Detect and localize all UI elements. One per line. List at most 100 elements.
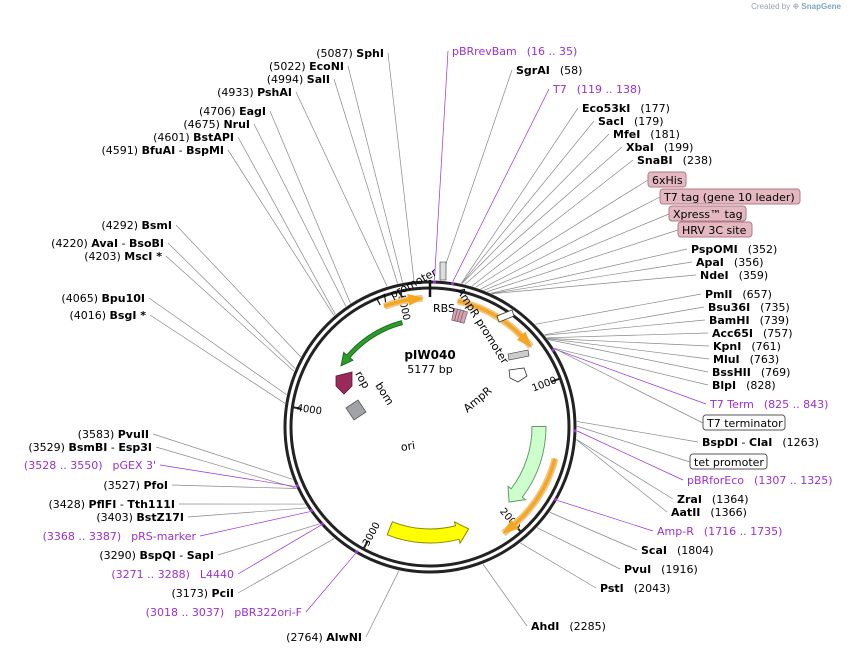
leader-line <box>199 511 310 537</box>
leader-line <box>365 570 400 638</box>
leader-line <box>237 136 336 315</box>
leader-line <box>333 78 398 284</box>
leader-lines <box>148 50 710 638</box>
leader-line <box>549 511 638 551</box>
enzyme-label: Acc65I(757) <box>712 327 793 340</box>
feature-label: ori <box>400 439 416 454</box>
rop-arrow <box>335 371 353 395</box>
leader-line <box>440 69 513 281</box>
feature-box-label: T7 terminator <box>706 417 783 430</box>
leader-line <box>490 248 688 294</box>
enzyme-label: SnaBI(238) <box>637 154 712 167</box>
primer-label: Amp-R(1716 .. 1735) <box>657 525 782 538</box>
enzyme-label: BamHI(739) <box>709 314 789 327</box>
feature-box-label: tet promoter <box>694 456 764 469</box>
enzyme-label: MluI(763) <box>713 353 779 366</box>
leader-line <box>387 52 415 281</box>
enzyme-label: NdeI(359) <box>700 269 768 282</box>
leader-line <box>227 149 335 316</box>
credit-brand: SnapGene <box>801 2 841 11</box>
leader-line <box>237 538 335 594</box>
terminator-glyph <box>507 349 530 361</box>
leader-line <box>464 146 623 285</box>
enzyme-label: (3290) BspQI - SapI <box>99 549 214 562</box>
enzyme-label: BssHII(769) <box>712 366 790 379</box>
leader-line <box>167 242 296 369</box>
leader-line <box>175 224 302 358</box>
leader-line <box>576 425 691 463</box>
leader-line <box>554 347 709 386</box>
enzyme-label: XbaI(199) <box>626 141 693 154</box>
leader-line <box>491 261 693 294</box>
enzyme-label: Eco53kI(177) <box>582 102 670 115</box>
primer-site-marker <box>432 280 436 284</box>
feature-box <box>647 171 687 188</box>
leader-line <box>187 507 308 518</box>
enzyme-label: (3428) PflFI - Tth111I <box>48 498 175 511</box>
enzyme-label: PmlI(657) <box>705 288 772 301</box>
enzyme-label: (4065) Bpu10I <box>61 292 145 305</box>
primer-site-marker <box>450 282 455 286</box>
bom-glyph <box>345 399 367 421</box>
leader-line <box>557 500 654 532</box>
tick-label: 4000 <box>296 403 323 417</box>
leader-line <box>492 274 697 295</box>
leader-line <box>452 88 550 282</box>
leader-line <box>434 50 449 281</box>
leader-line <box>171 484 297 489</box>
primer-label: (3528 .. 3550)pGEX 3' <box>24 459 156 472</box>
orf-arrow <box>457 299 532 348</box>
tick-label: 1000 <box>531 375 559 394</box>
enzyme-label: Bsu36I(735) <box>708 301 790 314</box>
primer-label: pBRforEco(1307 .. 1325) <box>687 474 833 487</box>
orf-arrow <box>502 457 557 534</box>
enzyme-label: (4601) BstAPI <box>153 131 234 144</box>
leader-line <box>554 348 707 405</box>
primer-label: (3368 .. 3387)pRS-marker <box>43 530 197 543</box>
feature-label: bom <box>372 380 396 408</box>
primer-site-marker <box>554 497 558 501</box>
leader-line <box>305 553 356 613</box>
enzyme-label: (4706) EagI <box>199 105 266 118</box>
leader-line <box>554 348 704 424</box>
feature-box-label: T7 tag (gene 10 leader) <box>663 191 795 204</box>
promoter2-glyph <box>508 367 528 383</box>
primer-site-marker <box>295 484 300 488</box>
leader-line <box>482 563 528 627</box>
snapgene-logo-icon: ❉ <box>792 2 800 11</box>
leader-line <box>544 319 706 336</box>
tag-glyph <box>459 310 468 324</box>
plasmid-center: pIW040 5177 bp <box>404 348 455 376</box>
leader-line <box>148 297 287 396</box>
enzyme-label: PstI(2043) <box>600 582 670 595</box>
primer-label: T7(119 .. 138) <box>552 83 641 96</box>
leader-line <box>547 338 710 347</box>
leader-line <box>149 314 286 404</box>
primer-label: (3018 .. 3037)pBR322ori-F <box>146 606 302 619</box>
rbs-glyph <box>439 261 447 281</box>
enzyme-label: (4292) BsmI <box>101 219 172 232</box>
enzyme-label: (3527) PfoI <box>103 479 168 492</box>
enzyme-label: BlpI(828) <box>712 379 776 392</box>
leader-line <box>546 332 709 339</box>
leader-line <box>535 293 702 325</box>
primer-label: pBRrevBam(16 .. 35) <box>452 45 577 58</box>
snapgene-credit: Created by ❉ SnapGene <box>751 2 841 11</box>
feature-label: rop <box>352 369 372 391</box>
enzyme-label: AatII(1366) <box>671 506 747 519</box>
enzyme-label: SacI(179) <box>598 115 664 128</box>
enzyme-label: PspOMI(352) <box>691 243 777 256</box>
primer-site-marker <box>551 348 555 352</box>
enzyme-label: KpnI(761) <box>713 340 781 353</box>
feature-box <box>659 188 801 205</box>
enzyme-label: (3583) PvuII <box>78 428 149 441</box>
enzyme-label: (4933) PshAI <box>217 86 292 99</box>
enzyme-label: SgrAI(58) <box>516 64 582 77</box>
leader-line <box>576 439 668 513</box>
leader-line <box>152 433 293 480</box>
leader-line <box>576 439 674 500</box>
enzyme-label: (4220) AvaI - BsoBI <box>51 237 164 250</box>
primer-site-marker <box>320 522 324 526</box>
leader-line <box>461 107 579 284</box>
